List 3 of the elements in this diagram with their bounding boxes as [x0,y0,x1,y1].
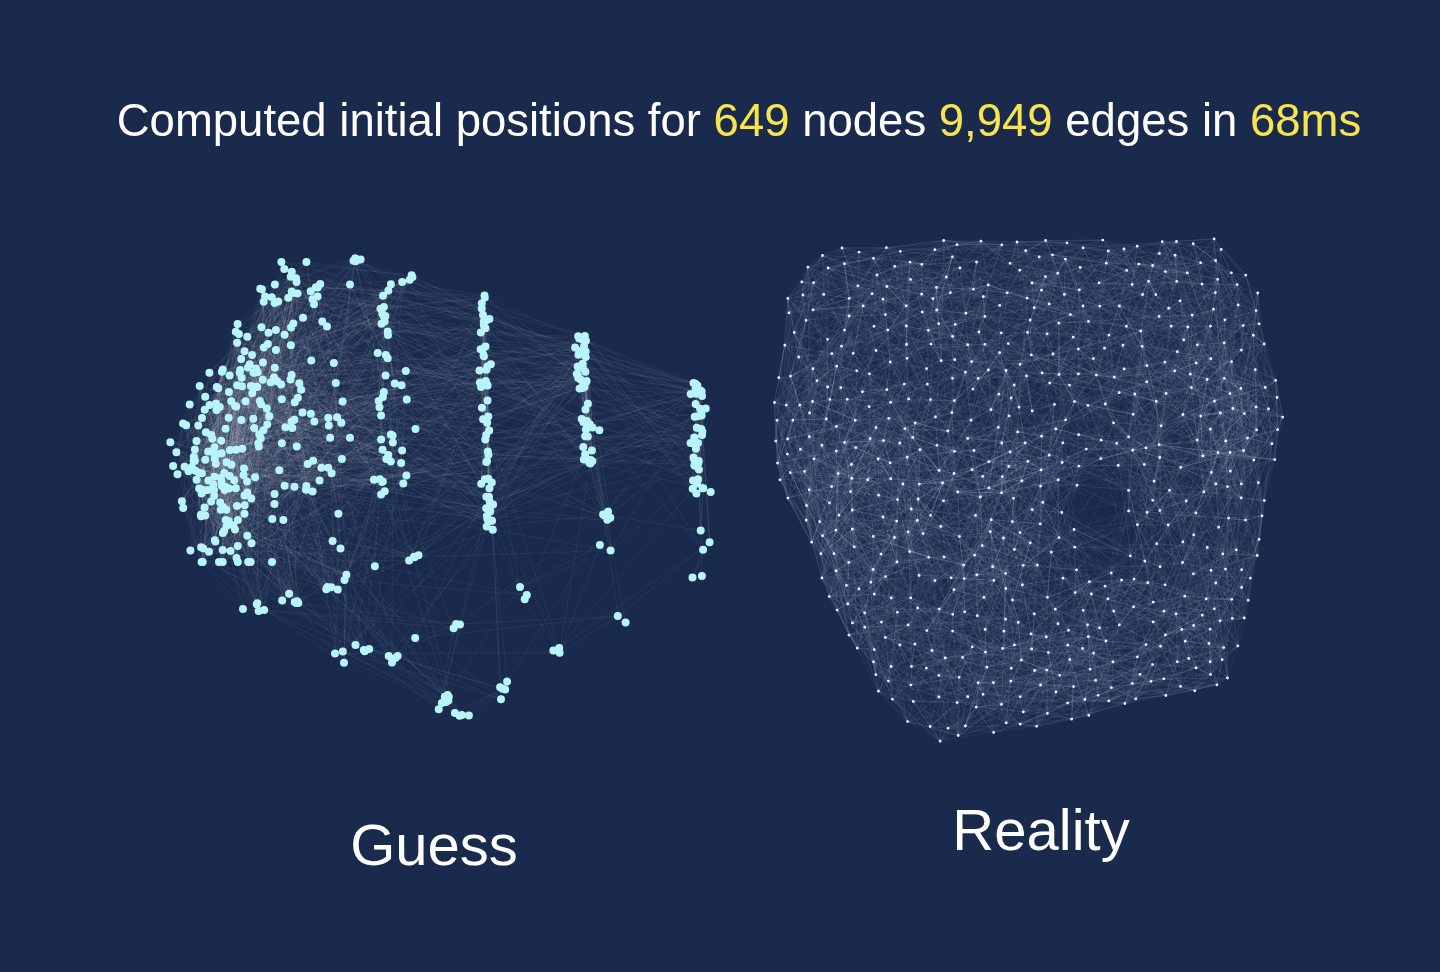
title-text: Computed initial positions for 649 nodes 9,949 edges in 68ms [115,94,1363,148]
graph-caption: Reality [952,796,1130,864]
graph-caption: Guess [350,811,518,879]
